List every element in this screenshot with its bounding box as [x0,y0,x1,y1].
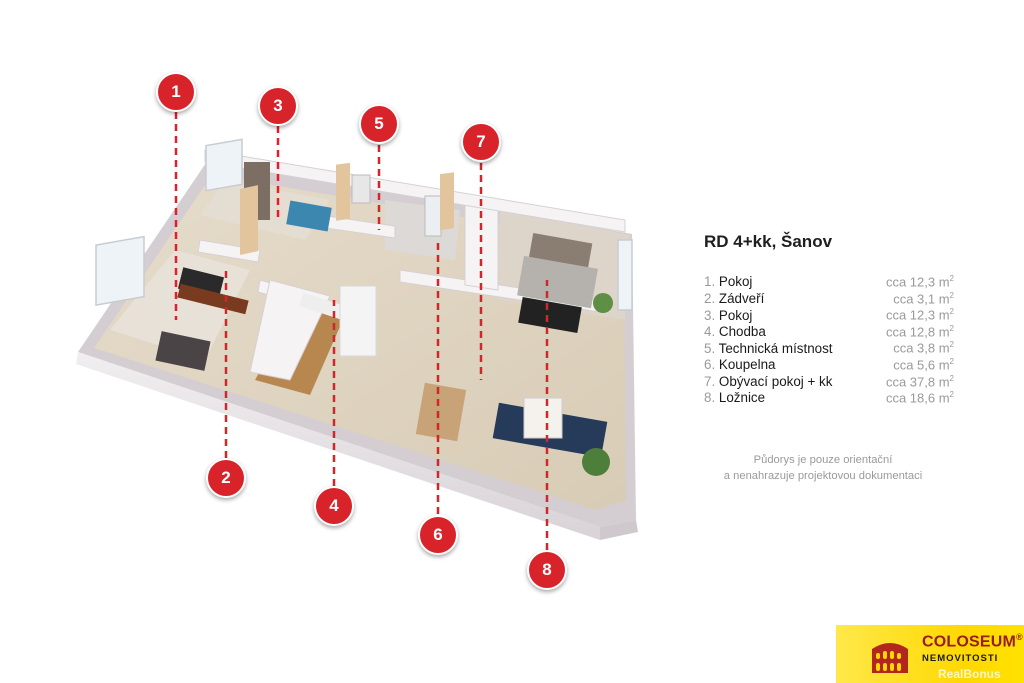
room-number: 4. [704,324,716,340]
room-label: 2. Zádveří [704,291,764,306]
window [95,235,145,306]
room-area: cca 3,8 m2 [893,340,954,356]
disclaimer-line-2: a nenahrazuje projektovou dokumentaci [723,470,923,482]
room-area: cca 12,8 m2 [885,323,954,340]
watermark: RealBonus [938,667,1001,681]
room-name: Zádveří [718,290,765,306]
page-title: RD 4+kk, Šanov [704,232,833,251]
room-name: Technická místnost [718,340,833,356]
coffee-table [523,397,563,439]
logo-name: COLOSEUM® [922,632,1023,651]
disclaimer-note: Půdorys je pouze orientační a nenahrazuj… [690,452,956,484]
rug-bedroom [517,255,598,309]
room-name: Pokoj [718,274,753,290]
door [336,162,350,221]
room-name: Koupelna [718,357,776,373]
room-label: 8. Ložnice [704,390,765,405]
room-label: 5. Technická místnost [704,341,833,356]
room-number: 1. [704,274,716,290]
door [240,185,258,255]
bed-room-3 [286,200,332,232]
right-wall [600,520,638,540]
room-marker-8: 8 [527,550,567,590]
room-number: 6. [704,357,716,373]
floorplan-illustration [76,112,638,550]
kitchen-counter [299,292,351,322]
window [617,239,633,311]
room-row: 8. Ložnice cca 18,6 m2 [704,390,954,407]
room-marker-2: 2 [206,458,246,498]
room-row: 5. Technická místnost cca 3,8 m2 [704,340,954,357]
room-marker-4: 4 [314,486,354,526]
room-label: 7. Obývací pokoj + kk [704,374,832,389]
bed-room-1 [155,331,211,371]
room-marker-5: 5 [359,104,399,144]
boiler [351,174,371,204]
room-marker-7: 7 [461,122,501,162]
fridge [339,285,377,357]
room-area: cca 12,3 m2 [885,307,954,323]
disclaimer-line-1: Půdorys je pouze orientační [753,454,893,466]
room-number: 7. [704,373,716,389]
window [205,138,243,192]
room-marker-3: 3 [258,86,298,126]
room-row: 2. Zádveří cca 3,1 m2 [704,291,954,308]
interior-wall [204,149,626,233]
room-name: Ložnice [718,390,766,406]
room-marker-6: 6 [418,515,458,555]
room-label: 6. Koupelna [704,357,776,372]
logo-subtitle: NEMOVITOSTI [922,653,999,664]
plant [582,448,610,476]
dining-table [415,382,467,442]
room-number: 5. [704,340,716,356]
room-area: cca 37,8 m2 [885,373,954,389]
room-row: 3. Pokoj cca 12,3 m2 [704,307,954,324]
sink-cabinet [424,195,442,237]
room-name: Obývací pokoj + kk [718,373,833,389]
room-area: cca 5,6 m2 [893,356,954,373]
room-label: 3. Pokoj [704,308,752,323]
room-label: 1. Pokoj [704,274,752,289]
room-marker-1: 1 [156,72,196,112]
colosseum-icon [872,643,908,673]
room-number: 3. [704,307,716,323]
room-label: 4. Chodba [704,324,766,339]
room-row: 6. Koupelna cca 5,6 m2 [704,357,954,374]
door [440,172,454,231]
coloseum-logo: COLOSEUM® NEMOVITOSTI RealBonus [836,625,1024,683]
shelf-room-1 [177,283,249,315]
room-name: Chodba [718,324,766,340]
room-area: cca 18,6 m2 [885,390,954,406]
room-area: cca 12,3 m2 [885,274,954,290]
room-row: 1. Pokoj cca 12,3 m2 [704,274,954,291]
plant [593,293,613,313]
room-area: cca 3,1 m2 [893,290,954,306]
room-number: 2. [704,290,716,306]
tv-bedroom [518,296,582,334]
room-row: 7. Obývací pokoj + kk cca 37,8 m2 [704,374,954,391]
front-wall [76,352,600,540]
room-name: Pokoj [718,307,753,323]
room-number: 8. [704,390,716,406]
room-row: 4. Chodba cca 12,8 m2 [704,324,954,341]
